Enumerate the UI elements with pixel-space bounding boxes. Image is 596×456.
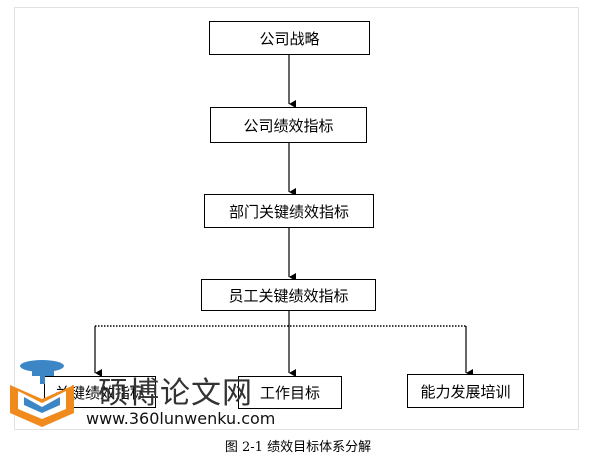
node-dept-kpi: 部门关键绩效指标 bbox=[204, 194, 374, 228]
node-leaf-ability: 能力发展培训 bbox=[407, 374, 524, 408]
node-leaf-ability-label: 能力发展培训 bbox=[420, 382, 511, 401]
watermark-logo bbox=[10, 360, 74, 427]
node-dept-kpi-label: 部门关键绩效指标 bbox=[228, 202, 349, 221]
node-strategy-label: 公司战略 bbox=[259, 29, 320, 48]
node-leaf-kpi-label: 关键绩效指标 bbox=[54, 383, 145, 402]
graduation-cap-icon bbox=[20, 360, 64, 384]
figure-caption: 图 2-1 绩效目标体系分解 bbox=[224, 440, 372, 455]
watermark-url: www.360lunwenku.com bbox=[86, 409, 276, 428]
node-leaf-goal-label: 工作目标 bbox=[259, 384, 320, 402]
node-staff-kpi-label: 员工关键绩效指标 bbox=[228, 286, 349, 305]
open-book-icon bbox=[10, 385, 74, 427]
node-company-kpi-label: 公司绩效指标 bbox=[243, 116, 334, 135]
node-staff-kpi: 员工关键绩效指标 bbox=[201, 279, 376, 311]
node-company-kpi: 公司绩效指标 bbox=[210, 107, 367, 143]
node-strategy: 公司战略 bbox=[209, 21, 370, 55]
watermark-brand: 硕博论文网 bbox=[98, 376, 253, 411]
node-leaf-goal: 工作目标 bbox=[238, 376, 342, 409]
